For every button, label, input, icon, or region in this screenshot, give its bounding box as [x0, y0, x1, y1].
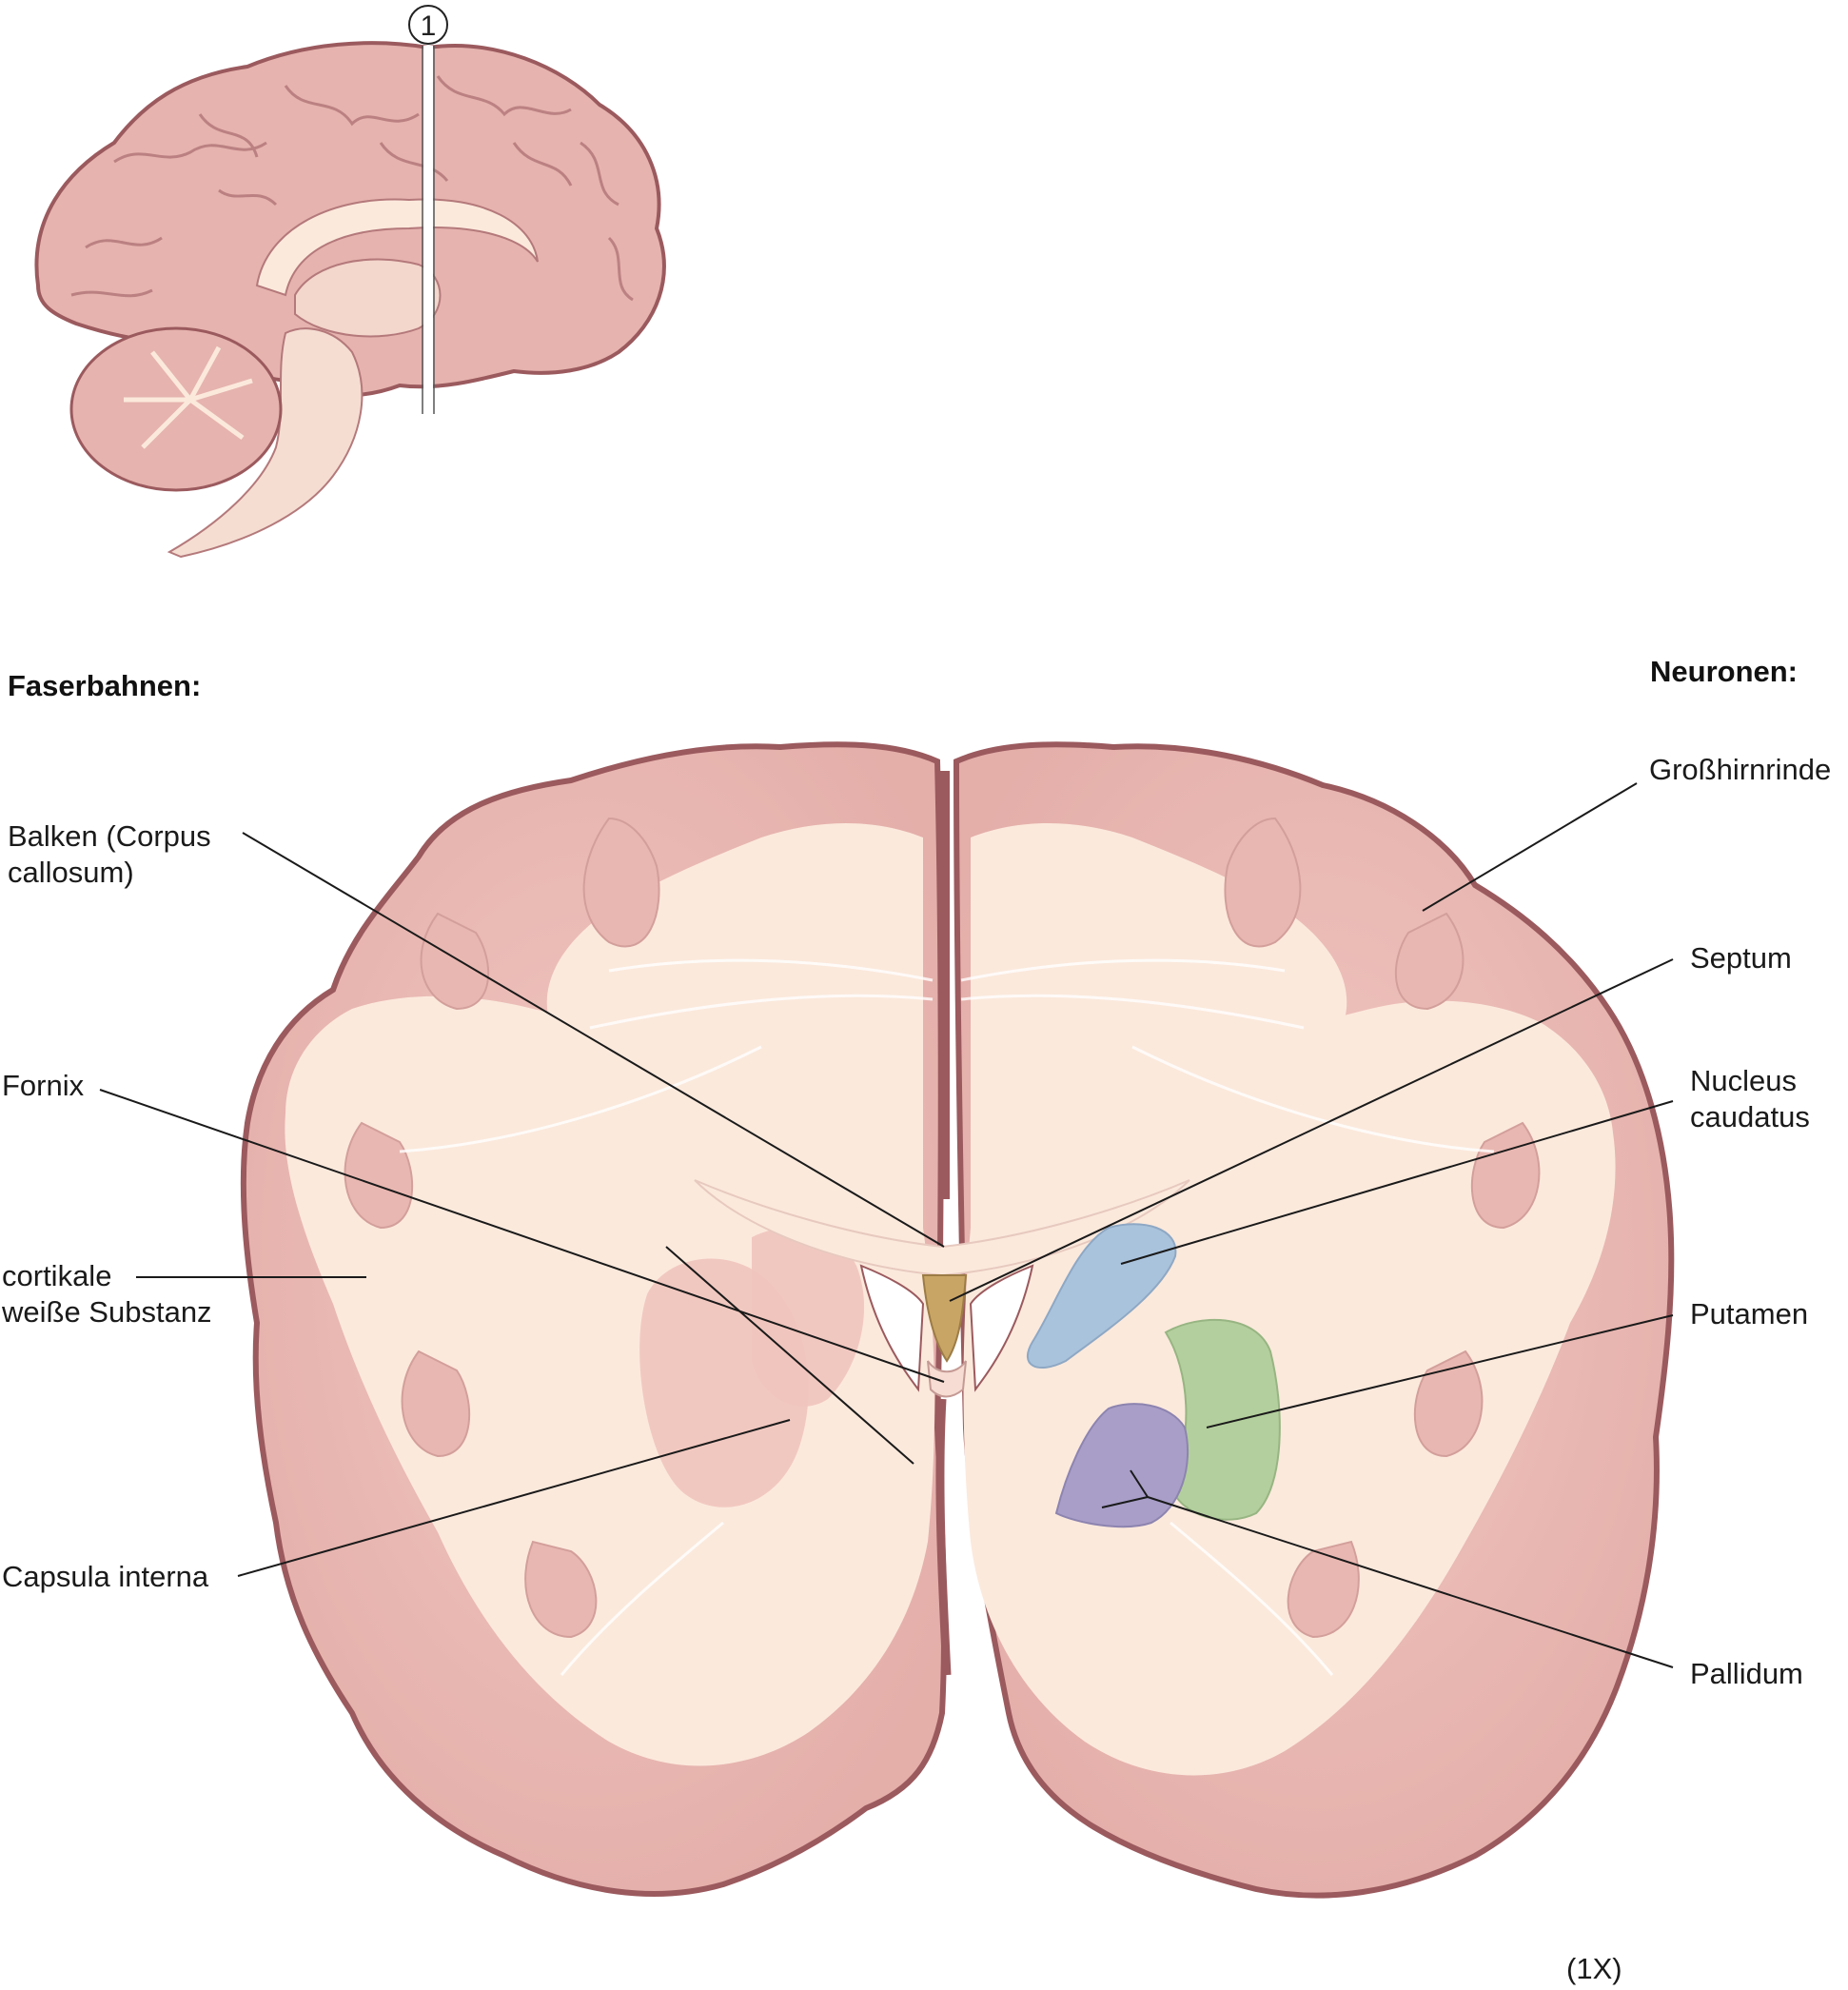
label-balken-line2: callosum)	[8, 855, 134, 890]
label-capsula: Capsula interna	[2, 1559, 208, 1594]
sagittal-cerebellum	[71, 328, 281, 490]
header-faserbahnen: Faserbahnen:	[8, 669, 201, 703]
label-pallidum: Pallidum	[1690, 1656, 1803, 1691]
label-rinde: Großhirnrinde	[1649, 752, 1831, 787]
sagittal-brain: 1	[36, 6, 663, 557]
label-weisse-line1: cortikale	[2, 1258, 111, 1293]
section-marker: 1	[421, 10, 437, 42]
label-caudatus-line2: caudatus	[1690, 1099, 1810, 1134]
leader-rinde	[1423, 783, 1637, 911]
header-neuronen: Neuronen:	[1650, 655, 1798, 689]
label-fornix: Fornix	[2, 1068, 84, 1103]
magnification-label: (1X)	[1566, 1951, 1622, 1986]
label-weisse-line2: weiße Substanz	[2, 1294, 212, 1330]
label-balken-line1: Balken (Corpus	[8, 818, 211, 854]
label-caudatus-line1: Nucleus	[1690, 1063, 1797, 1098]
coronal-section	[244, 744, 1671, 1895]
label-septum: Septum	[1690, 940, 1792, 975]
label-putamen: Putamen	[1690, 1296, 1808, 1331]
